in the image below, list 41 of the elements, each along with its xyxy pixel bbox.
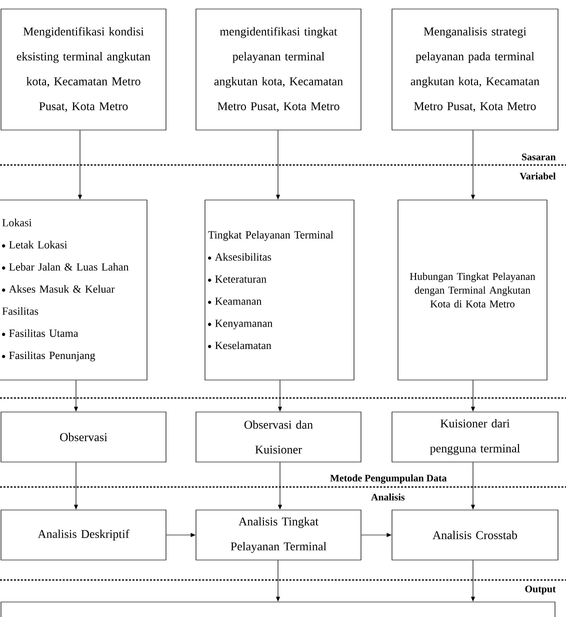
list-item: Keselamatan xyxy=(215,341,272,350)
section-label: Variabel xyxy=(520,172,556,180)
list-item: Aksesibilitas xyxy=(214,252,272,261)
variable-box xyxy=(0,200,148,380)
box-text: Kuisioner dari pengguna terminal xyxy=(430,419,520,455)
list-item: Letak Lokasi xyxy=(9,240,68,248)
box-text: mengidentifikasi tingkat pelayanan terminal angkutan kota, Kecamatan Metro Pusat, Kota Metro xyxy=(214,27,343,112)
section-label: Analisis xyxy=(371,493,405,500)
analysis-box xyxy=(0,510,166,560)
list-heading: Lokasi xyxy=(2,218,32,226)
list-item: Keamanan xyxy=(215,298,262,305)
objective-box xyxy=(196,8,362,130)
list-item: Keteraturan xyxy=(215,276,266,283)
list-item: Akses Masuk & Keluar xyxy=(8,285,115,293)
analysis-box xyxy=(392,510,558,560)
list-heading: Tingkat Pelayanan Terminal xyxy=(208,230,334,241)
method-box xyxy=(196,412,362,462)
list-item: Lebar Jalan & Luas Lahan xyxy=(9,262,129,271)
variable-box xyxy=(398,200,548,380)
list-heading: Fasilitas xyxy=(2,307,38,315)
method-box xyxy=(392,412,558,462)
section-label: Output xyxy=(525,586,556,594)
list-item: Kenyamanan xyxy=(215,320,272,330)
box-text: Analisis Deskriptif xyxy=(38,530,130,540)
variable-box xyxy=(204,200,354,380)
analysis-box xyxy=(196,510,362,560)
box-text: Observasi xyxy=(60,432,108,442)
section-label: Metode Pengumpulan Data xyxy=(330,474,447,484)
box-text: Observasi dan Kuisioner xyxy=(244,420,313,454)
objective-box xyxy=(0,8,166,130)
list-item: Fasilitas Penunjang xyxy=(9,351,96,362)
list-item: Fasilitas Utama xyxy=(9,329,78,337)
box-text: Menganalisis strategi pelayanan pada terminal angkutan kota, Kecamatan Metro Pusat, Kota Metro xyxy=(410,27,540,112)
section-label: Sasaran xyxy=(522,154,556,160)
box-text: Analisis Tingkat Pelayanan Terminal xyxy=(230,517,326,553)
objective-box xyxy=(392,8,558,130)
box-text: Hubungan Tingkat Pelayanan dengan Terminal Angkutan Kota di Kota Metro xyxy=(410,272,536,308)
output-box xyxy=(0,602,556,617)
method-box xyxy=(0,412,166,462)
box-text: Analisis Crosstab xyxy=(432,530,518,540)
box-text: Mengidentifikasi kondisi eksisting terminal angkutan kota, Kecamatan Metro Pusat, Kota Metro xyxy=(16,27,150,112)
